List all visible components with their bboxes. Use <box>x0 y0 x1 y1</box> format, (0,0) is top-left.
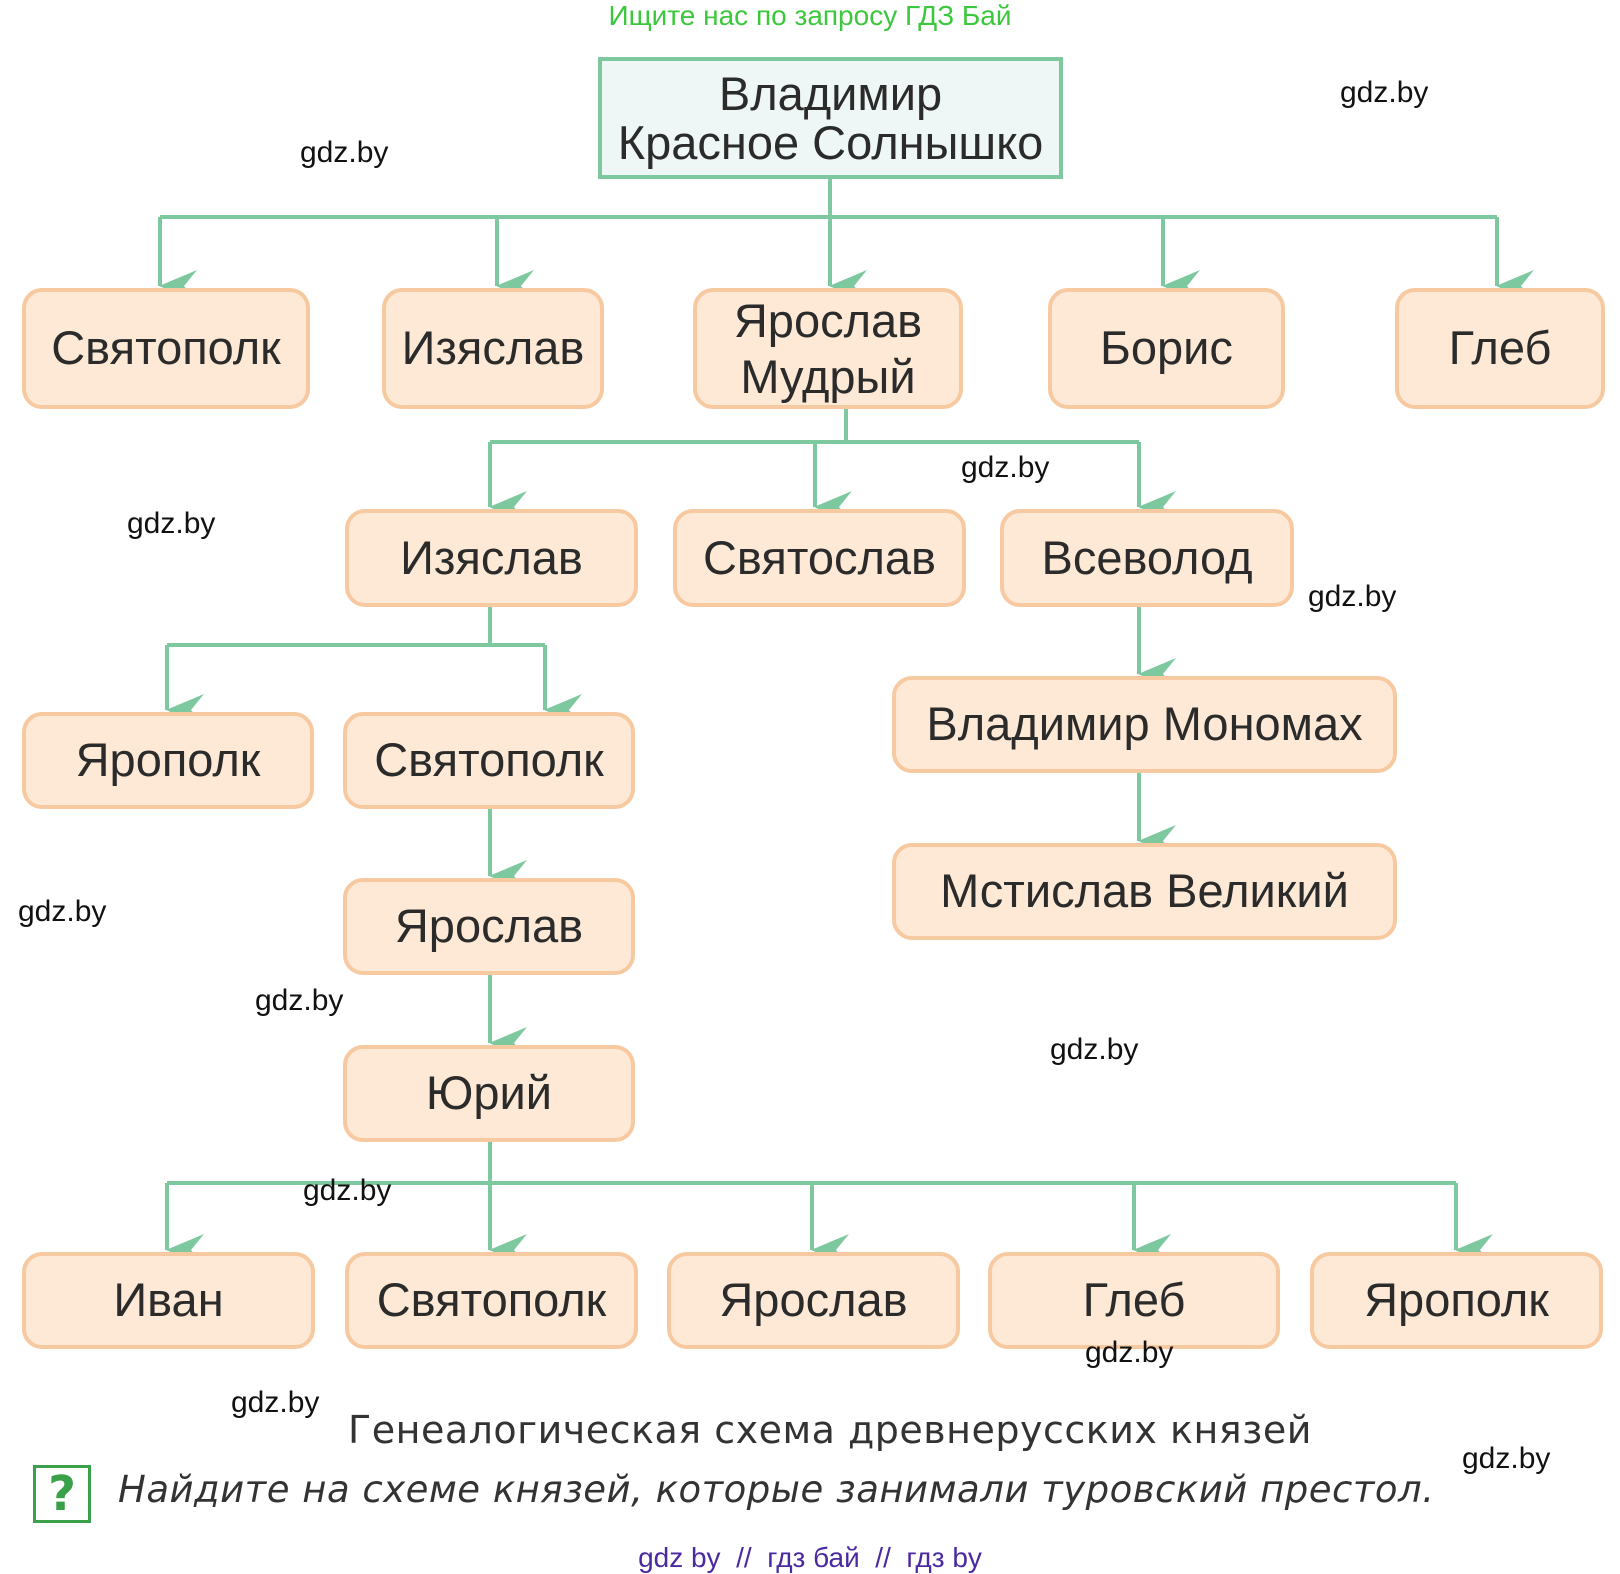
node-yaroslav-4: Ярослав <box>667 1252 960 1349</box>
node-vsevolod: Всеволод <box>1000 509 1294 607</box>
watermark: gdz.by <box>231 1386 320 1419</box>
diagram-caption: Генеалогическая схема древнерусских княз… <box>348 1408 1312 1452</box>
node-yaropolk-2: Ярополк <box>1310 1252 1603 1349</box>
watermark: gdz.by <box>1085 1336 1174 1369</box>
node-izyaslav-2: Изяслав <box>345 509 638 607</box>
node-yaropolk-1: Ярополк <box>22 712 314 809</box>
header-banner: Ищите нас по запросу ГДЗ Бай <box>608 0 1012 31</box>
node-svyatopolk-2: Святополк <box>343 712 635 809</box>
node-izyaslav-1: Изяслав <box>382 288 604 409</box>
node-svyatoslav: Святослав <box>673 509 966 607</box>
node-yuriy: Юрий <box>343 1045 635 1142</box>
watermark: gdz.by <box>18 895 107 928</box>
node-vladimir-krasnoe-solnyshko: Владимир Красное Солнышко <box>598 57 1063 179</box>
node-mstislav-veliky: Мстислав Великий <box>892 843 1397 940</box>
node-vladimir-monomakh: Владимир Мономах <box>892 676 1397 773</box>
node-gleb-2: Глеб <box>988 1252 1280 1349</box>
node-svyatopolk-3: Святополк <box>345 1252 638 1349</box>
node-boris: Борис <box>1048 288 1285 409</box>
node-ivan: Иван <box>22 1252 315 1349</box>
watermark: gdz.by <box>255 984 344 1017</box>
watermark: gdz.by <box>1050 1033 1139 1066</box>
node-svyatopolk-1: Святополк <box>22 288 310 409</box>
node-gleb-1: Глеб <box>1395 288 1605 409</box>
watermark: gdz.by <box>1340 76 1429 109</box>
watermark: gdz.by <box>1308 580 1397 613</box>
footer-links: gdz by // гдз бай // гдз by <box>638 1542 982 1573</box>
question-mark-icon: ? <box>33 1465 91 1523</box>
node-yaroslav-mudry: Ярослав Мудрый <box>693 288 963 409</box>
watermark: gdz.by <box>1462 1442 1551 1475</box>
watermark: gdz.by <box>127 507 216 540</box>
question-text: Найдите на схеме князей, которые занимал… <box>118 1468 1435 1511</box>
node-yaroslav-3: Ярослав <box>343 878 635 975</box>
watermark: gdz.by <box>961 451 1050 484</box>
watermark: gdz.by <box>303 1174 392 1207</box>
watermark: gdz.by <box>300 136 389 169</box>
